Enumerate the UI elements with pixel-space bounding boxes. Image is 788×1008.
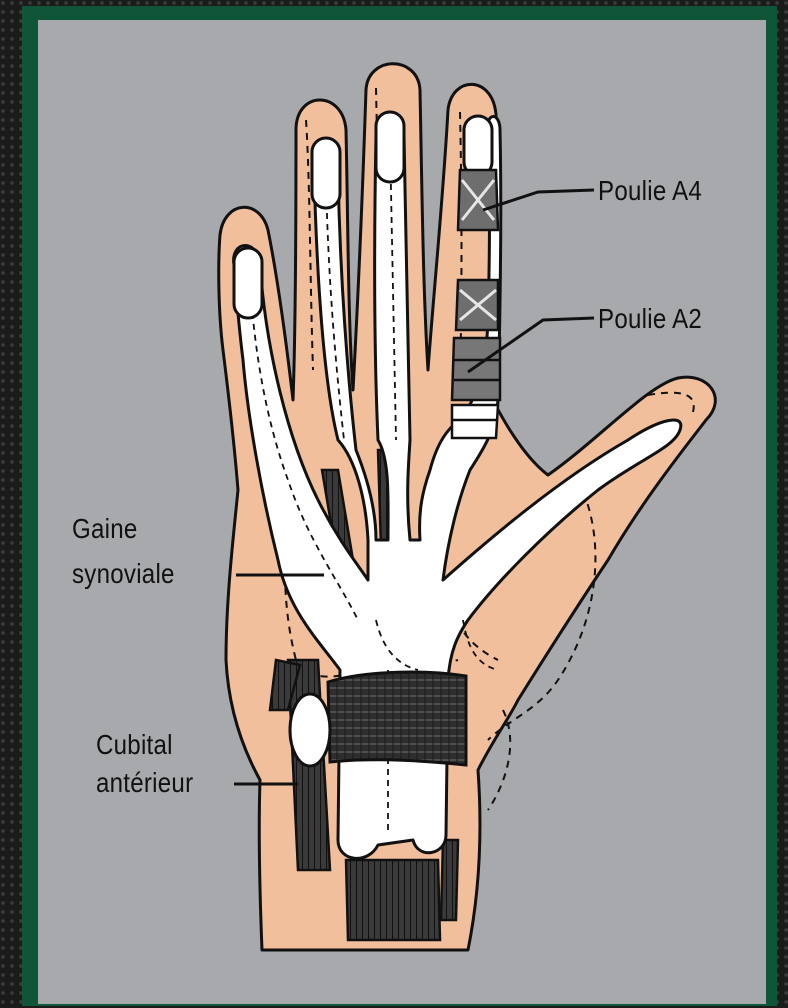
- pulley-system: [452, 170, 500, 438]
- label-cubital-line2: antérieur: [96, 766, 193, 800]
- label-poulie-a2: Poulie A2: [598, 302, 702, 336]
- label-cubital-line1: Cubital: [96, 728, 173, 762]
- tendon-wrist-bundle: [346, 860, 440, 940]
- label-poulie-a4: Poulie A4: [598, 174, 702, 208]
- hand-diagram-icon: [38, 20, 766, 1004]
- pisiform-oval: [290, 694, 330, 766]
- figure-panel: Poulie A4 Poulie A2 Gaine synoviale Cubi…: [38, 20, 766, 1004]
- label-gaine-line2: synoviale: [72, 557, 175, 591]
- pulley-a2: [452, 338, 500, 400]
- carpal-band: [328, 672, 466, 765]
- label-gaine-line1: Gaine: [72, 512, 138, 546]
- tendon-wrist-right: [441, 840, 458, 920]
